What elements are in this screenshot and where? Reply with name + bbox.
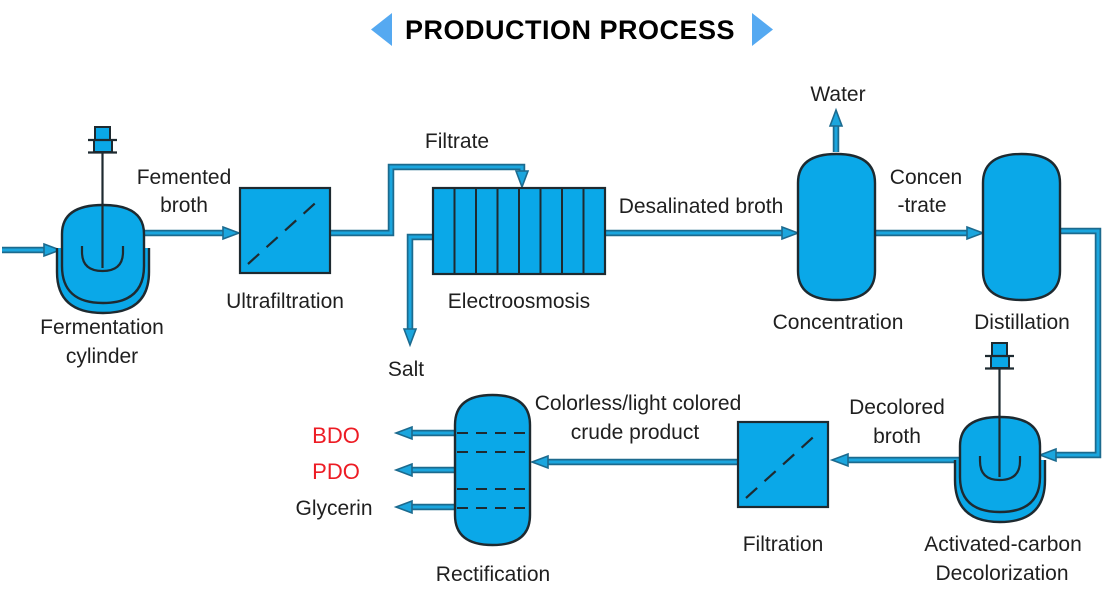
fermentation-label-line2: cylinder xyxy=(66,345,138,368)
fermenter-to-uf-arrow-icon xyxy=(222,225,242,241)
activated-carbon-label-line2: Decolorization xyxy=(935,562,1068,585)
pipes xyxy=(2,107,1102,515)
concentration-vessel-shape xyxy=(796,152,877,302)
ultrafiltration-unit: Ultrafiltration xyxy=(226,186,344,313)
filtrate-label: Filtrate xyxy=(425,130,489,153)
bdo-label: BDO xyxy=(312,423,360,448)
desalinated-broth-arrow-icon xyxy=(781,225,801,241)
fermentation-cylinder-unit: Fermentation cylinder xyxy=(40,126,164,368)
concentrate-label-line1: Concen xyxy=(890,166,962,189)
salt-pipe xyxy=(406,233,433,330)
ultrafiltration-box-shape xyxy=(238,186,332,275)
decolorization-impeller-icon xyxy=(978,456,1022,482)
desalinated-broth-label: Desalinated broth xyxy=(619,195,784,218)
concentration-label: Concentration xyxy=(773,311,904,334)
glycerin-arrow-icon xyxy=(393,499,413,515)
ultrafiltration-label: Ultrafiltration xyxy=(226,290,344,313)
concentration-unit: Concentration xyxy=(773,152,904,334)
electroosmosis-cell-dividers xyxy=(453,188,585,274)
pdo-arrow-icon xyxy=(393,462,413,478)
right-triangle-icon xyxy=(752,13,773,46)
membrane-diagonal-line xyxy=(247,196,323,265)
electroosmosis-label: Electroosmosis xyxy=(448,290,590,313)
filtration-label: Filtration xyxy=(743,533,824,556)
impeller-icon xyxy=(80,246,125,273)
activated-carbon-decolorization-unit: Activated-carbon Decolorization xyxy=(924,342,1082,585)
left-triangle-icon xyxy=(371,13,392,46)
water-arrow-icon xyxy=(828,107,844,127)
filtration-unit: Filtration xyxy=(736,420,830,556)
filtration-diagonal-line xyxy=(745,430,821,499)
glycerin-label: Glycerin xyxy=(295,497,372,520)
stream-labels: Femented broth Filtrate Salt Desalinated… xyxy=(137,83,962,520)
crude-product-arrow-icon xyxy=(529,454,549,470)
electroosmosis-unit: Electroosmosis xyxy=(431,186,607,313)
fermented-broth-label-line1: Femented xyxy=(137,166,232,189)
fermentation-label-line1: Fermentation xyxy=(40,316,164,339)
distillation-label: Distillation xyxy=(974,311,1070,334)
rectification-column-shape xyxy=(453,393,532,547)
crude-product-label-line2: crude product xyxy=(571,421,700,444)
decolorization-motor-icon xyxy=(990,355,1010,369)
filtrate-arrow-icon xyxy=(514,170,530,190)
stirrer-motor-icon xyxy=(93,139,113,153)
distillation-to-decolorization-pipe xyxy=(1055,227,1102,459)
decolored-broth-label-line2: broth xyxy=(873,425,921,448)
decolorization-inlet-arrow-icon xyxy=(1037,447,1057,463)
feed-arrow-icon xyxy=(43,242,63,258)
rectification-label: Rectification xyxy=(436,563,550,586)
uf-to-eo-pipe-fill xyxy=(330,165,524,235)
concentrate-label-line2: -trate xyxy=(897,194,946,217)
salt-pipe-fill xyxy=(408,235,433,330)
fermented-broth-label-line2: broth xyxy=(160,194,208,217)
crude-product-label-line1: Colorless/light colored xyxy=(535,392,742,415)
rectification-unit: Rectification xyxy=(436,393,550,586)
pdo-label: PDO xyxy=(312,459,360,484)
concentrate-arrow-icon xyxy=(966,225,986,241)
activated-carbon-label-line1: Activated-carbon xyxy=(924,533,1082,556)
bdo-arrow-icon xyxy=(393,425,413,441)
stirrer-motor-top-icon xyxy=(94,126,111,141)
decolored-broth-label-line1: Decolored xyxy=(849,396,945,419)
salt-label: Salt xyxy=(388,358,424,381)
page-title: PRODUCTION PROCESS xyxy=(405,15,735,45)
distillation-to-decolorization-pipe-fill xyxy=(1055,229,1100,457)
decolorization-motor-top-icon xyxy=(991,342,1008,357)
salt-arrow-icon xyxy=(402,328,418,348)
distillation-vessel-shape xyxy=(981,152,1062,302)
header: PRODUCTION PROCESS xyxy=(371,13,773,46)
water-label: Water xyxy=(810,83,865,106)
distillation-unit: Distillation xyxy=(974,152,1070,334)
decolored-broth-arrow-icon xyxy=(829,452,849,468)
